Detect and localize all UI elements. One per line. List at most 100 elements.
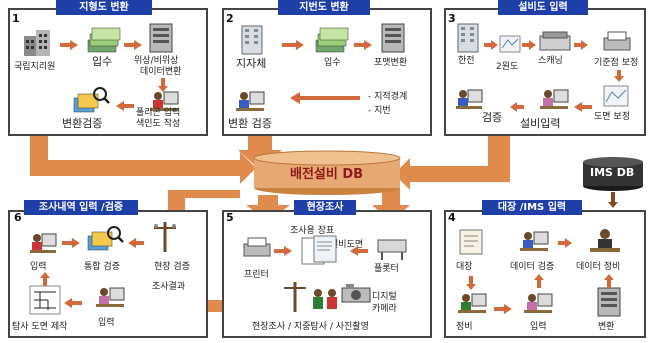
main-db-label: 배전설비 DB [290, 167, 364, 182]
panel-4-title: 대장 /IMS 입력 [482, 200, 582, 215]
p4-data-verify-label: 데이터 검증 [510, 262, 555, 272]
p3-correct-label: 도면 보정 [594, 112, 630, 122]
operator-icon [524, 293, 553, 313]
document-stack-icon [301, 235, 337, 265]
p6-integrated-verify-label: 통합 검증 [84, 262, 120, 272]
p1-verify-label: 변환검증 [62, 117, 103, 130]
p5-digital-label: 디지털 [372, 292, 397, 302]
building-icon [24, 30, 50, 56]
map-stack-icon [315, 27, 349, 53]
arrow-right-icon [282, 40, 304, 50]
arrow-right-icon [354, 40, 372, 50]
p5-facility-map-label: 설비도면 [330, 240, 364, 250]
arrow-right-icon [574, 40, 588, 50]
arrow-right-icon [558, 238, 572, 248]
magnifier-icon [73, 87, 110, 113]
p1-polygon-label: 폴리곤 입력 [136, 108, 181, 118]
p1-receive-label: 입수 [92, 55, 113, 68]
panel-6-number: 6 [14, 211, 22, 224]
arrow-down-icon [614, 70, 624, 82]
arrow-left-icon [128, 238, 144, 248]
operator-icon [458, 293, 487, 313]
main-db-cylinder [253, 150, 401, 195]
utility-pole-icon [154, 222, 176, 252]
magnifier-icon [87, 226, 124, 251]
panel-5-title: 현장조사 [294, 200, 356, 215]
arrow-right-icon [494, 304, 512, 314]
p1-index-label: 색인도 작성 [136, 119, 181, 129]
arrow-right-icon [274, 246, 292, 256]
field-crew-icon [313, 289, 337, 309]
operator-icon [96, 287, 125, 307]
p5-field-survey-label: 현장조사 / 지중탐사 / 사진촬영 [252, 322, 369, 332]
plotter-icon [377, 239, 407, 260]
p2-format-label: 포맷변환 [374, 58, 408, 68]
arrow-right-icon [124, 40, 142, 50]
arrow-left-icon [64, 298, 82, 308]
p4-ledger-label: 대장 [456, 262, 473, 272]
panel-4-number: 4 [448, 211, 456, 224]
panel-5 [222, 210, 432, 338]
panel-1-number: 1 [12, 12, 20, 25]
arrow-left-icon [510, 102, 524, 112]
p3-control-label: 기준점 보정 [594, 58, 639, 68]
operator-icon [150, 91, 179, 111]
arrow-up-icon [534, 274, 544, 288]
panel-5-number: 5 [226, 211, 234, 224]
p6-input-label-1: 입력 [30, 262, 47, 272]
ledger-icon [459, 229, 483, 255]
p5-survey-sheet-label: 조사용 장표 [290, 226, 335, 236]
panel-1 [8, 8, 208, 136]
arrow-down-icon [158, 78, 168, 92]
arrow-right-icon [484, 40, 498, 50]
p1-convert-label-2: 데이터변환 [140, 67, 182, 77]
arrow-up-icon [40, 272, 50, 286]
p3-verify-label: 검증 [482, 111, 503, 124]
operator-icon [520, 231, 549, 251]
p3-input-label: 설비입력 [520, 117, 561, 130]
p2-lot-label: - 지번 [368, 106, 391, 116]
p6-input-label-2: 입력 [98, 318, 115, 328]
circuit-diagram-icon [29, 285, 61, 315]
arrow-right-icon [60, 40, 78, 50]
p5-result-label: 조사결과 [152, 282, 186, 292]
p2-verify-label: 변환 검증 [228, 117, 272, 130]
arrow-down-icon [608, 192, 618, 208]
arrow-left-icon [350, 246, 368, 256]
map-stack-icon [87, 27, 121, 53]
panel-2-number: 2 [226, 12, 234, 25]
camera-icon [341, 284, 371, 303]
panel-2-title: 지번도 변환 [278, 0, 370, 15]
p3-draft-label: 2원도 [496, 62, 519, 72]
server-icon [597, 287, 621, 317]
p4-arrange-label: 정비 [456, 322, 473, 332]
office-building-icon [457, 23, 479, 53]
panel-1-title: 지형도 변환 [56, 0, 152, 15]
operator-icon [30, 233, 57, 253]
server-icon [381, 23, 405, 53]
p4-input-label: 입력 [530, 322, 547, 332]
p5-plotter-label: 플롯터 [374, 264, 399, 274]
arrow-left-long-icon [290, 92, 360, 104]
panel-3-number: 3 [448, 12, 456, 25]
panel-3-title: 설비도 입력 [498, 0, 588, 15]
arrow-right-icon [522, 40, 536, 50]
p2-source-label: 지자체 [236, 57, 267, 70]
p6-map-production-label: 탐사 도면 제작 [12, 322, 68, 332]
operator-icon [236, 91, 265, 111]
p1-convert-label-1: 위상/비위상 [134, 56, 179, 66]
arrow-up-icon [604, 274, 614, 288]
p2-boundary-label: - 지적경계 [368, 92, 408, 102]
p5-camera-label: 카메라 [372, 304, 397, 314]
utility-pole-icon [284, 282, 306, 312]
arrow-left-icon [116, 101, 134, 111]
ims-db-cylinder [583, 157, 643, 191]
printer-icon [603, 31, 631, 51]
operator-icon [540, 89, 569, 109]
operator-icon [456, 89, 483, 109]
manager-icon [590, 229, 620, 252]
p4-data-arrange-label: 데이터 정비 [576, 262, 621, 272]
p3-source-label: 한전 [458, 56, 475, 66]
p2-receive-label: 입수 [324, 58, 341, 68]
printer-icon [243, 237, 271, 257]
